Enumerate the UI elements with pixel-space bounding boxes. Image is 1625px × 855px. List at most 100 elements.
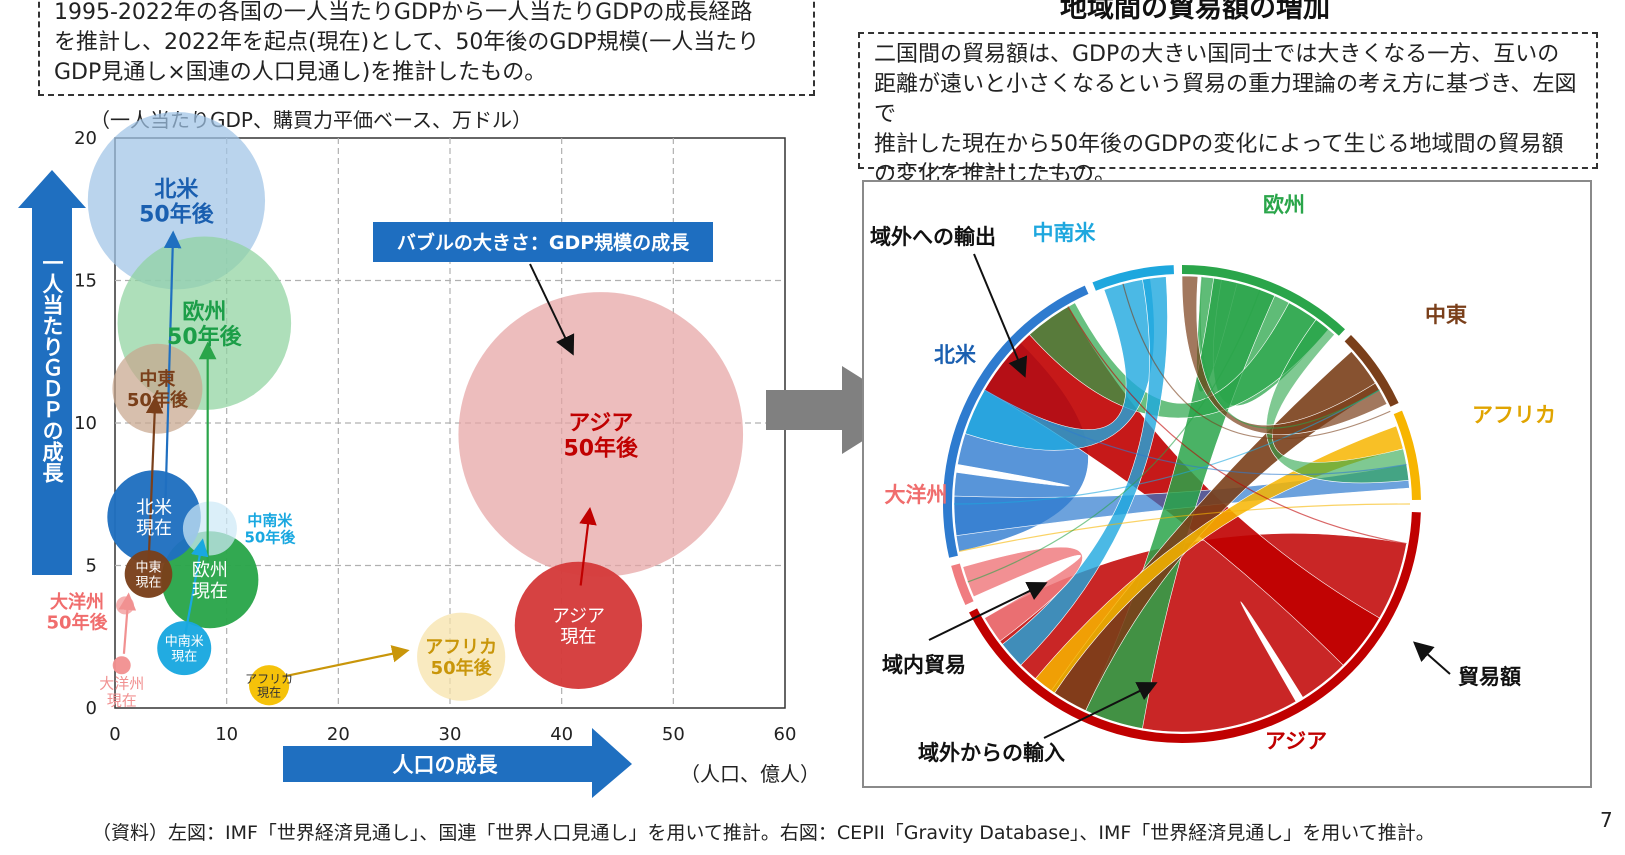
annotation-intra-pointer — [928, 582, 1048, 641]
left-description-line: 1995-2022年の各国の一人当たりGDPから一人当たりGDPの成長経路 — [54, 0, 753, 25]
bubble-as-50 — [458, 292, 744, 577]
chord-thread — [1067, 306, 1407, 545]
bubble-eu-now — [161, 531, 259, 629]
y-tick-label: 15 — [74, 271, 97, 292]
chord-arc-la — [1092, 265, 1174, 291]
bubble-label-la-now: 中南米現在 — [165, 634, 204, 665]
chord-label-oc: 大洋州 — [885, 483, 948, 507]
x-tick-label: 50 — [662, 724, 685, 745]
growth-arrow — [282, 645, 410, 678]
x-axis-unit: （人口、億人） — [680, 762, 820, 786]
bubble-label-na-now: 北米現在 — [136, 497, 172, 539]
growth-arrows — [118, 230, 597, 678]
left-description-line: GDP見通し×国連の人口見通し)を推計したもの。 — [54, 60, 547, 85]
x-growth-arrow: 人口の成長 — [283, 728, 632, 798]
chord-region-arcs — [943, 265, 1421, 744]
left-description-box: 1995-2022年の各国の一人当たりGDPから一人当たりGDPの成長経路 を推… — [38, 0, 815, 96]
x-tick-label: 30 — [439, 724, 462, 745]
bubble-af-now — [248, 665, 290, 706]
x-tick-label: 0 — [109, 724, 120, 745]
chord-thread — [958, 503, 1411, 552]
chord-thread — [953, 389, 1380, 505]
source-note: （資料）左図：IMF「世界経済見通し」、国連「世界人口見通し」を用いて推計。右図… — [92, 822, 1435, 844]
page-number: 7 — [1600, 808, 1613, 832]
chord-label-na: 北米 — [934, 343, 977, 367]
bubble-la-now — [157, 621, 212, 676]
y-tick-label: 10 — [74, 413, 97, 434]
bubble-label-af-now: アフリカ現在 — [245, 672, 293, 700]
bubble-note-box — [373, 222, 713, 262]
bubble-note-text: バブルの大きさ：GDP規模の成長 — [397, 231, 690, 254]
bubble-label-oc-now: 大洋州現在 — [99, 674, 144, 709]
bubble-as-now — [514, 561, 643, 689]
growth-arrow — [184, 538, 209, 635]
bubble-na-now — [107, 470, 201, 564]
annotation-intra: 域内貿易 — [882, 653, 966, 677]
annotation-trade: 貿易額 — [1458, 665, 1521, 689]
x-tick-label: 60 — [774, 724, 797, 745]
right-title: 地域間の貿易額の増加 — [1060, 0, 1330, 24]
x-tick-label: 20 — [327, 724, 350, 745]
bubble-note-pointer — [529, 263, 575, 356]
chord-arc-me — [1344, 335, 1399, 407]
annotation-import: 域外からの輸入 — [918, 741, 1065, 765]
bubble-label-as-now: アジア現在 — [552, 606, 605, 648]
bubble-label-me-now: 中東現在 — [135, 559, 161, 590]
bubble-la-50 — [182, 501, 237, 556]
x-tick-label: 10 — [215, 724, 238, 745]
bubble-af-50 — [417, 612, 506, 701]
right-description-line: 距離が遠いと小さくなるという貿易の重力理論の考え方に基づき、左図で — [874, 72, 1577, 127]
y-growth-arrow-label: 一人当たりＧＤＰの成長 — [40, 252, 64, 484]
chord-ribbon — [1181, 275, 1388, 435]
chord-arc-af — [1393, 410, 1421, 500]
y-tick-label: 20 — [74, 128, 97, 149]
chord-diagram-frame: 北米中南米欧州中東アフリカアジア大洋州 域外への輸出 域内貿易 域外からの輸入 … — [862, 180, 1592, 788]
annotation-trade-pointer — [1413, 641, 1451, 675]
right-description-box: 二国間の貿易額は、GDPの大きい国同士では大きくなる一方、互いの 距離が遠いと小… — [858, 32, 1598, 187]
chord-arc-na — [943, 285, 1089, 558]
bubble-oc-50 — [116, 596, 135, 615]
chord-label-la: 中南米 — [1033, 221, 1097, 245]
chord-thread — [984, 389, 1407, 476]
y-tick-label: 0 — [86, 698, 97, 719]
growth-arrow — [579, 506, 597, 586]
annotation-export: 域外への輸出 — [870, 225, 996, 249]
growth-arrow — [118, 592, 137, 654]
chord-ribbon — [962, 546, 1083, 642]
growth-arrow — [163, 230, 182, 509]
y-tick-label: 5 — [86, 556, 97, 577]
left-description-line: を推計し、2022年を起点(現在)として、50年後のGDP規模(一人当たり — [54, 30, 760, 55]
annotation-import-pointer — [1043, 682, 1158, 739]
chord-arc-eu — [1182, 265, 1345, 336]
annotation-export-pointer — [973, 253, 1028, 378]
chord-label-af: アフリカ — [1472, 403, 1556, 427]
bubble-me-now — [124, 550, 173, 598]
chord-label-me: 中東 — [1425, 303, 1467, 327]
y-growth-arrow: 一人当たりＧＤＰの成長 — [18, 170, 86, 575]
chord-thread — [1199, 276, 1380, 429]
chord-thread — [1122, 283, 1391, 440]
bubble-oc-now — [112, 656, 131, 675]
chord-label-eu: 欧州 — [1263, 193, 1305, 217]
bubbles — [87, 112, 744, 706]
chord-label-as: アジア — [1265, 729, 1327, 753]
x-growth-arrow-label: 人口の成長 — [393, 753, 499, 777]
right-description-line: 二国間の貿易額は、GDPの大きい国同士では大きくなる一方、互いの — [874, 42, 1560, 67]
chord-arc-oc — [951, 563, 974, 606]
bubble-label-eu-now: 欧州現在 — [192, 560, 228, 602]
chord-ribbon — [1266, 319, 1410, 484]
growth-arrow — [145, 395, 164, 566]
right-description-line: 推計した現在から50年後のGDPの変化によって生じる地域間の貿易額 — [874, 132, 1564, 157]
chord-thread — [967, 289, 1261, 583]
